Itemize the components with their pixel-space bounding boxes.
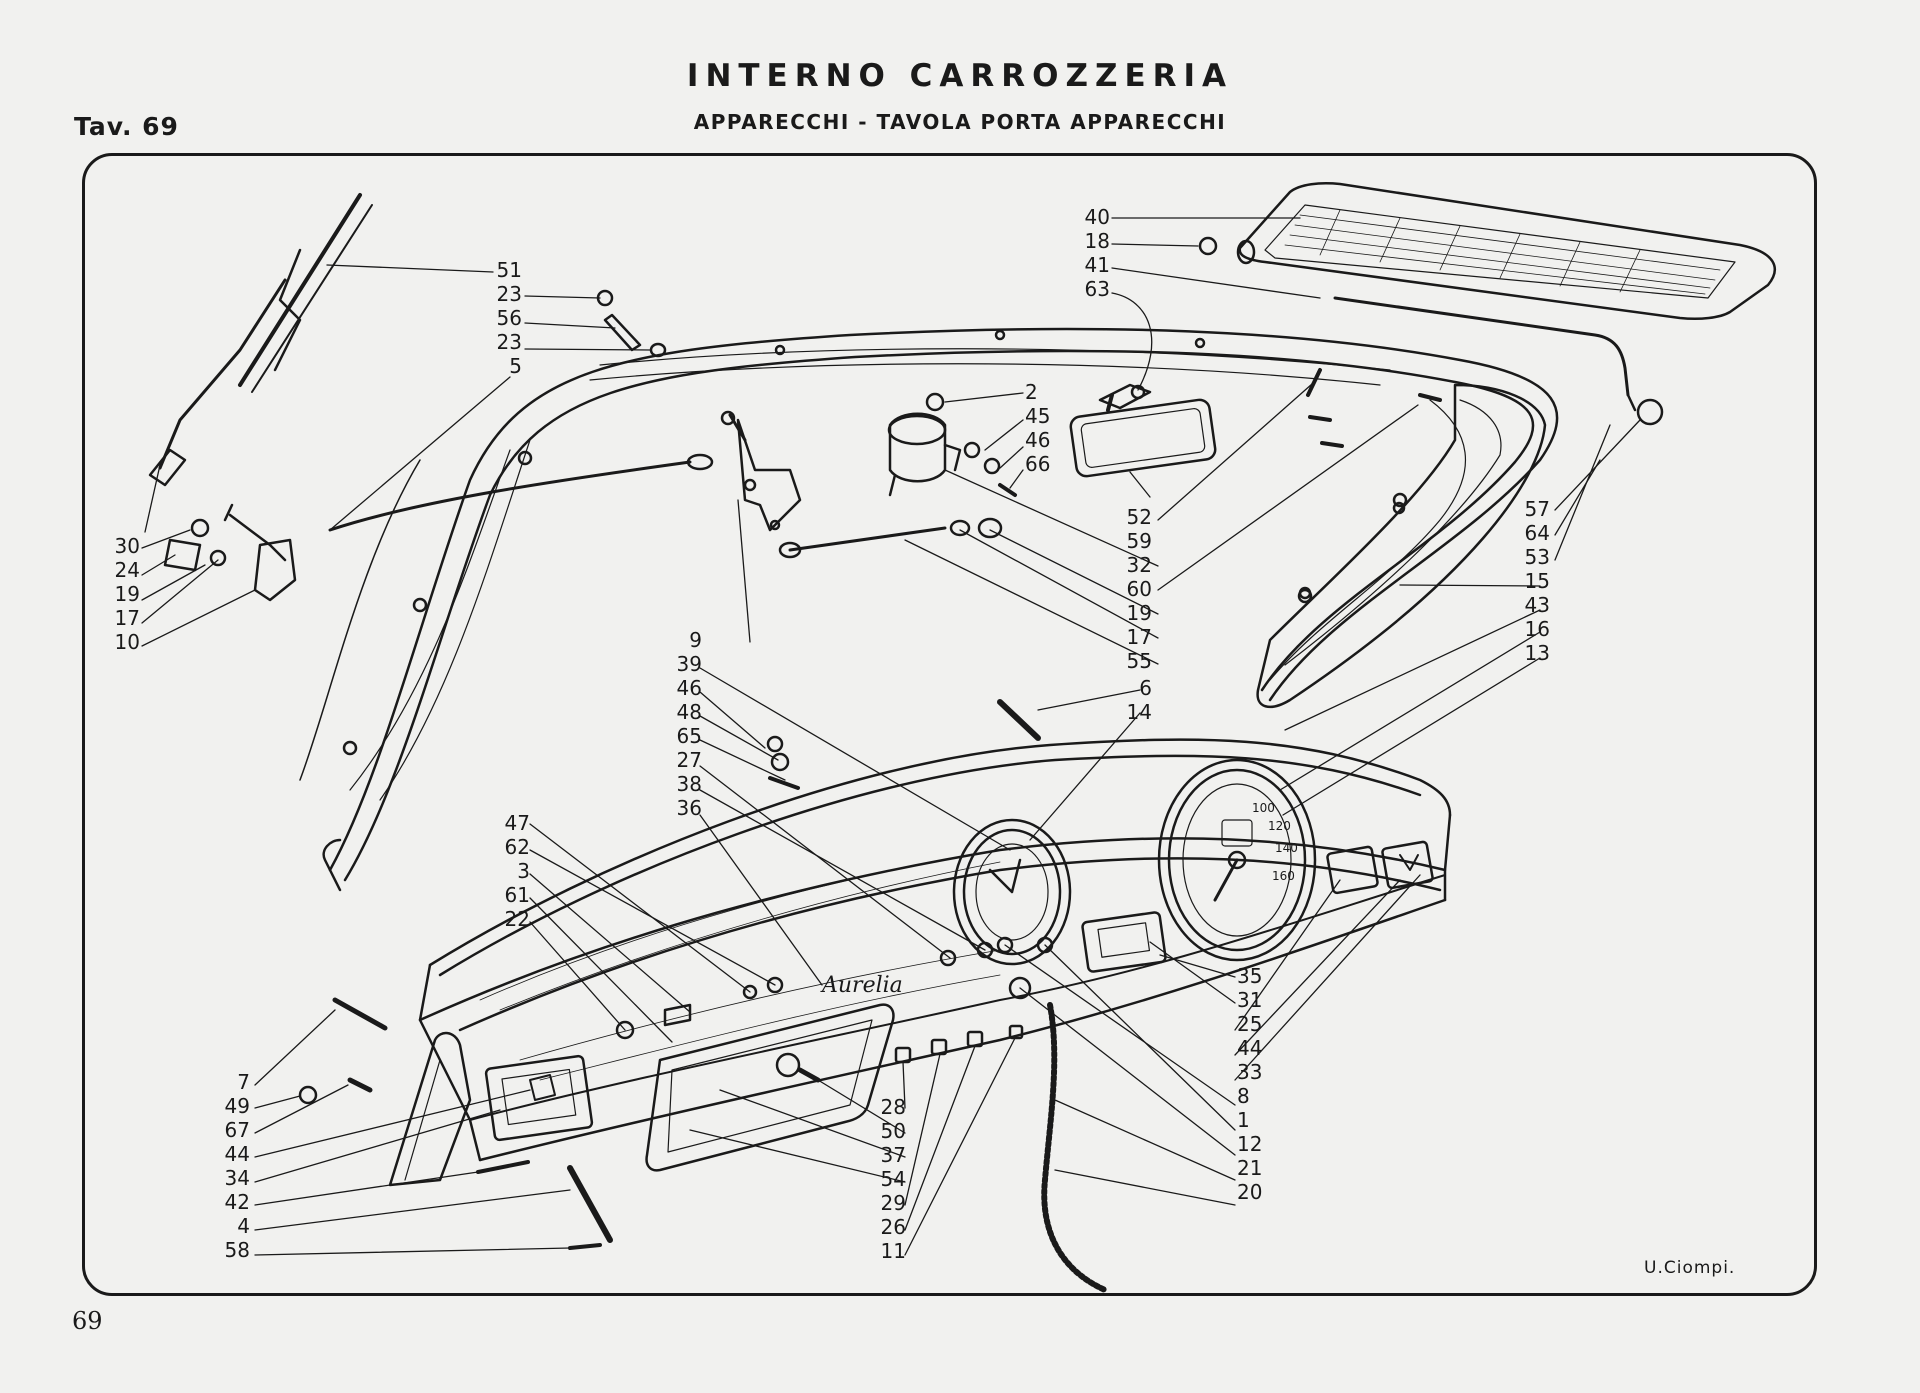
aurelia-script: Aurelia: [820, 973, 903, 998]
callout-group-left-low: 7 49 67 44 34 42 4 58: [224, 1070, 250, 1262]
left-instrument-panel: [484, 1054, 594, 1142]
steering-column-cable: [1041, 1002, 1108, 1293]
wiper-spindle: [163, 289, 667, 602]
dashboard: [388, 738, 1452, 1187]
artist-signature: U.Ciompi.: [1644, 1258, 1736, 1278]
windscreen-pillar: [1256, 383, 1547, 709]
wiper-arm: [148, 193, 373, 487]
control-cable: [328, 453, 1003, 559]
speedometer-mark: 160: [1272, 869, 1295, 883]
lever-bracket: [720, 410, 802, 532]
callout-group-left-mid: 47 62 3 61 22: [504, 811, 530, 931]
loose-fasteners: [298, 368, 1664, 1250]
callout-group-right-low: 35 31 25 44 33 8 1 12 21 20: [1237, 964, 1263, 1204]
page-number: 69: [72, 1307, 103, 1335]
plate-number: Tav. 69: [74, 112, 179, 141]
callout-group-bottom-mid: 28 50 37 54 29 26 11: [880, 1095, 906, 1263]
page-title: INTERNO CARROZZERIA: [686, 58, 1234, 94]
speedometer-gauge: 100 120 140 160: [1157, 758, 1317, 962]
page-subtitle: APPARECCHI - TAVOLA PORTA APPARECCHI: [693, 110, 1227, 134]
windscreen-frame: [299, 327, 1559, 892]
callout-group-wiper-base: 30 24 19 17 10: [114, 534, 140, 654]
wiper-motor: [887, 392, 1017, 497]
illustration-frame: [82, 153, 1817, 1296]
callout-group-center-right: 6 14: [1126, 676, 1152, 724]
callout-group-pillar: 57 64 53 15 43 16 13: [1524, 497, 1550, 665]
fuel-gauge: [1081, 911, 1167, 973]
sun-visor: [1198, 182, 1776, 397]
callout-group-wiper: 51 23 56 23 5: [496, 258, 522, 378]
rearview-mirror: [1069, 383, 1217, 478]
callout-group-mirror: 52 59 32 60 19 17 55: [1126, 505, 1152, 673]
speedometer-mark: 140: [1275, 841, 1298, 855]
leader-lines: [141, 217, 1641, 1256]
speedometer-mark: 100: [1252, 801, 1275, 815]
callout-group-center-left: 9 39 46 48 65 27 38 36: [676, 628, 702, 820]
clock-gauge: [952, 818, 1072, 966]
dashboard-switches: Aurelia: [615, 936, 1054, 1064]
speedometer-mark: 120: [1268, 819, 1291, 833]
callout-group-cable: 2 45 46 66: [1025, 380, 1051, 476]
glovebox-lid: [645, 1003, 895, 1172]
callout-group-visor: 40 18 41 63: [1084, 205, 1110, 301]
